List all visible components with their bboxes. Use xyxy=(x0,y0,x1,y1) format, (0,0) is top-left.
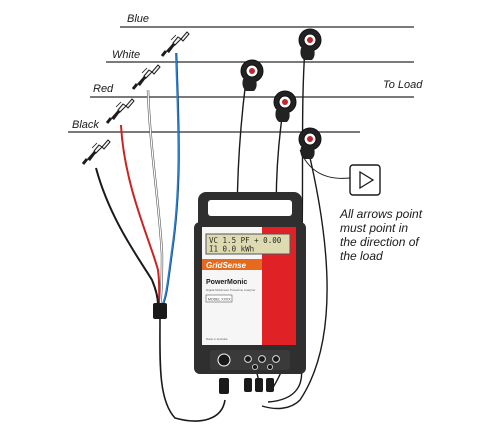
lead-black xyxy=(95,167,159,306)
label-to-load: To Load xyxy=(383,79,423,91)
label-white: White xyxy=(112,49,140,61)
current-port xyxy=(244,355,252,363)
note-line-4: the load xyxy=(340,249,383,263)
current-plug xyxy=(255,378,263,392)
note-line-2: must point in xyxy=(340,221,408,235)
lead-red xyxy=(120,124,161,306)
current-plug xyxy=(244,378,252,392)
note-line-1: All arrows point xyxy=(339,207,423,221)
clamp-red-accent xyxy=(307,136,313,142)
current-clamp-icon xyxy=(240,59,264,92)
brand-logo: GridSense xyxy=(206,261,247,270)
alligator-clip-icon xyxy=(131,63,162,91)
label-black: Black xyxy=(72,119,99,131)
device-footer: Made in Australia xyxy=(206,337,228,341)
note-line-3: the direction of xyxy=(340,235,420,249)
current-clamp-icon xyxy=(273,90,297,123)
voltage-plug xyxy=(219,378,229,394)
device-model-name: PowerMonic xyxy=(206,279,247,286)
device-tagline: Digital Multimeter Powerline Analyzer xyxy=(206,288,256,292)
powermonic-device: VC 1.5 PF + 0.00 I1 0.0 kWh GridSense Po… xyxy=(194,192,306,394)
lcd-display xyxy=(205,233,291,255)
current-port xyxy=(272,355,280,363)
lead-blue xyxy=(161,52,180,306)
alligator-clip-icon xyxy=(81,138,112,166)
arrow-right-triangle-icon xyxy=(349,164,381,196)
voltage-leads xyxy=(95,52,226,422)
alligator-clip-icon xyxy=(105,97,136,125)
label-red: Red xyxy=(93,83,114,95)
lcd-line-1: VC 1.5 PF + 0.00 xyxy=(209,236,282,245)
brand-bar xyxy=(202,259,262,270)
clamp-red-accent xyxy=(282,99,288,105)
model-box-text: MODEL XXXX xyxy=(208,298,231,302)
power-lines xyxy=(68,26,414,133)
voltage-port xyxy=(217,353,231,367)
lcd-line-2: I1 0.0 kWh xyxy=(209,245,254,254)
current-port xyxy=(258,355,266,363)
model-box xyxy=(205,294,233,303)
lead-blue-edge xyxy=(162,52,180,306)
clamp-red-accent xyxy=(307,37,313,43)
current-plug xyxy=(266,378,274,392)
lead-common xyxy=(159,317,226,422)
lead-white-inner xyxy=(147,89,163,306)
current-clamp-icon xyxy=(298,28,322,61)
label-blue: Blue xyxy=(127,13,149,25)
breakout-connector xyxy=(153,303,167,319)
current-port xyxy=(266,363,273,370)
alligator-clip-icon xyxy=(160,30,191,58)
callout-line xyxy=(299,149,351,179)
current-port xyxy=(251,363,258,370)
clamp-red-accent xyxy=(249,68,255,74)
